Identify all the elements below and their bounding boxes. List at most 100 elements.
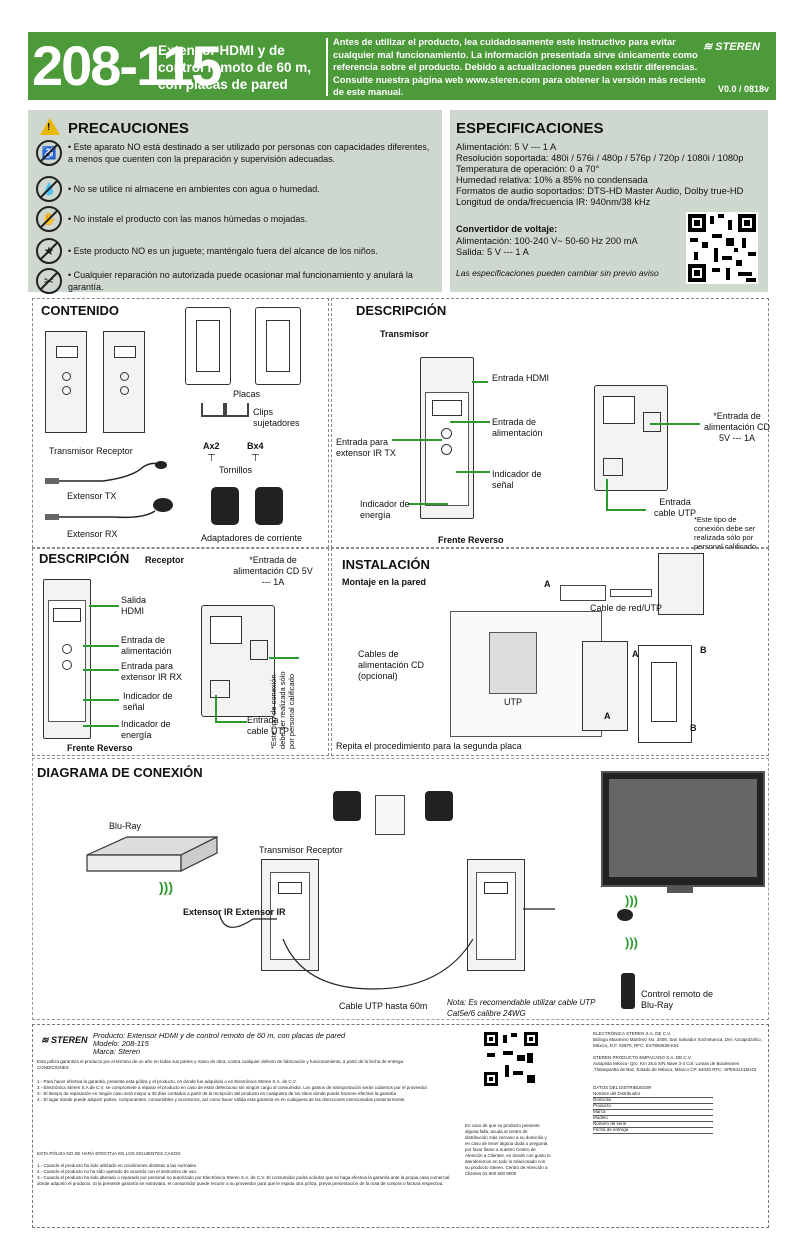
connection-cables bbox=[218, 908, 555, 990]
ir-extender-label: Extensor IR Extensor IR bbox=[183, 907, 286, 917]
contents-title: CONTENIDO bbox=[41, 303, 119, 318]
brand-logo: ≋ STEREN bbox=[703, 41, 760, 53]
installation-section: INSTALACIÓN Montaje en la pared A Cable … bbox=[331, 548, 769, 756]
distributor-field: Domicilio bbox=[593, 1097, 713, 1104]
diagram-title: DIAGRAMA DE CONEXIÓN bbox=[37, 765, 203, 780]
qr-code-icon bbox=[483, 1031, 539, 1087]
warranty-condition: 3.- El tiempo de reparación en ningún ca… bbox=[37, 1091, 398, 1096]
power-in-label: Entrada de alimentación bbox=[121, 635, 172, 656]
converter-title: Convertidor de voltaje: bbox=[456, 224, 558, 234]
receiver-module bbox=[103, 331, 145, 433]
ext-tx-label: Extensor TX bbox=[67, 491, 117, 501]
tx-rx-label: Transmisor Receptor bbox=[259, 845, 343, 855]
company-name: ELECTRÓNICA STEREN S.A. DE C.V. bbox=[593, 1031, 672, 1036]
spec-line: Formatos de audio soportados: DTS-HD Mas… bbox=[456, 186, 744, 196]
screws-label: Tornillos bbox=[219, 465, 253, 475]
ir-extender-cables bbox=[45, 461, 173, 520]
product-title: Extensor HDMI y de control remoto de 60 … bbox=[158, 43, 312, 92]
warranty-paragraph: Esta póliza garantiza el producto por el… bbox=[37, 1059, 405, 1064]
mounting-module bbox=[582, 641, 628, 731]
wifi-icon: ))) bbox=[625, 893, 638, 908]
warranty-void: 1.- Cuando el producto ha sido utilizado… bbox=[37, 1163, 198, 1168]
brand-name: STEREN bbox=[51, 1035, 88, 1045]
screw-icon: ⊤ bbox=[207, 453, 216, 464]
install-title: INSTALACIÓN bbox=[342, 557, 430, 572]
qr-code-icon bbox=[686, 212, 758, 284]
label-a: A bbox=[632, 649, 639, 659]
warranty-void: 3.- Cuando el producto ha sido alterado … bbox=[37, 1175, 450, 1186]
spec-line: Longitud de onda/frecuencia IR: 940nm/38… bbox=[456, 197, 651, 207]
divider bbox=[326, 38, 328, 96]
warranty-condition: 4.- El lugar donde puede adquirir partes… bbox=[37, 1097, 406, 1102]
desc-tx-title: DESCRIPCIÓN bbox=[356, 303, 447, 318]
precaution-item: ✂• Cualquier reparación no autorizada pu… bbox=[36, 268, 436, 294]
specs-note: Las especificaciones pueden cambiar sin … bbox=[456, 268, 659, 278]
adapters-label: Adaptadores de corriente bbox=[201, 533, 303, 543]
ir-receiver-icon bbox=[617, 909, 633, 921]
company-address: Autopista México- Qro. Km 26.5 S/N Nave … bbox=[593, 1061, 757, 1072]
brand-logo: ≋ STEREN bbox=[41, 1035, 88, 1045]
bluray-label: Blu-Ray bbox=[109, 821, 142, 831]
warranty-void-title: ESTA PÓLIZA NO SE HARÁ EFECTIVA EN LOS S… bbox=[37, 1151, 182, 1156]
utp-in-label: Entrada cable UTP bbox=[653, 497, 697, 518]
utp-label: UTP bbox=[504, 697, 522, 707]
specifications-panel: ESPECIFICACIONES Alimentación: 5 V --- 1… bbox=[450, 110, 768, 292]
clip-icon bbox=[201, 403, 225, 417]
transmitter-module bbox=[45, 331, 87, 433]
utp-note: Nota: Es recomendable utilizar cable UTP… bbox=[447, 998, 596, 1018]
outlet-icon bbox=[375, 795, 405, 835]
desc-rx-subtitle: Receptor bbox=[145, 555, 185, 565]
hdmi-out-label: Salida HDMI bbox=[121, 595, 147, 616]
repeat-label: Repita el procedimiento para la segunda … bbox=[336, 741, 522, 751]
header-banner: 208-115 Extensor HDMI y de control remot… bbox=[28, 32, 776, 100]
distributor-field: Marca bbox=[593, 1109, 713, 1116]
no-toy-icon: ★ bbox=[36, 238, 62, 264]
utp-module bbox=[658, 553, 704, 615]
distributor-field: Nombre del Distribuidor bbox=[593, 1091, 713, 1098]
distributor-field: Número de serie bbox=[593, 1121, 713, 1128]
precaution-item: 💧• No se utilice ni almacene en ambiente… bbox=[36, 176, 436, 202]
wall-plate bbox=[638, 645, 692, 743]
screw-icon: ⊤ bbox=[251, 453, 260, 464]
ir-in-label: Entrada para extensor IR TX bbox=[336, 437, 396, 458]
precaution-item: ✋• No instale el producto con las manos … bbox=[36, 206, 436, 232]
label-a: A bbox=[544, 579, 551, 589]
wall-plate bbox=[185, 307, 231, 385]
net-cable-label: Cable de red/UTP bbox=[590, 603, 663, 613]
no-wet-hands-icon: ✋ bbox=[36, 206, 62, 232]
precaution-item: ♿• Este aparato NO está destinado a ser … bbox=[36, 140, 436, 166]
model-number: 208-115 bbox=[32, 34, 222, 97]
power-adapter-icon bbox=[211, 487, 239, 525]
precautions-panel: ! PRECAUCIONES ♿• Este aparato NO está d… bbox=[28, 110, 442, 294]
screw-a-label: Ax2 bbox=[203, 441, 220, 451]
precaution-item: ★• Este producto NO es un juguete; manté… bbox=[36, 238, 436, 264]
dc-cables-label: Cables de alimentación CD (opcional) bbox=[358, 649, 425, 681]
wall-icon bbox=[450, 611, 602, 737]
spec-line: Alimentación: 5 V --- 1 A bbox=[456, 142, 557, 152]
signal-label: Indicador de señal bbox=[123, 691, 173, 712]
install-subtitle: Montaje en la pared bbox=[342, 577, 427, 587]
plates-label: Placas bbox=[233, 389, 261, 399]
connection-diagram-section: DIAGRAMA DE CONEXIÓN Blu-Ray ))) Transmi… bbox=[32, 758, 769, 1020]
clips-label: Clips sujetadores bbox=[253, 407, 300, 428]
tv-icon bbox=[601, 771, 765, 887]
utp-cable-label: Cable UTP hasta 60m bbox=[339, 1001, 428, 1011]
power-in-label: Entrada de alimentación bbox=[492, 417, 543, 438]
ir-in-label: Entrada para extensor IR RX bbox=[121, 661, 183, 682]
remote-label: Control remoto de Blu-Ray bbox=[641, 989, 714, 1010]
spec-line: Humedad relativa: 10% a 85% no condensad… bbox=[456, 175, 648, 185]
receiver-description-section: DESCRIPCIÓN Receptor Salida HDMI Entrada… bbox=[32, 548, 329, 756]
qr-note: En caso de que su producto presente algu… bbox=[465, 1123, 551, 1176]
screw-b-label: Bx4 bbox=[247, 441, 264, 451]
clip-icon bbox=[560, 585, 606, 601]
distributor-title: DATOS DEL DISTRIBUIDOR bbox=[593, 1085, 652, 1090]
front-back-label: Frente Reverso bbox=[67, 743, 133, 753]
warranty-product: Producto: Extensor HDMI y de control rem… bbox=[93, 1031, 346, 1040]
header-notice: Antes de utilizar el producto, lea cuida… bbox=[333, 36, 706, 97]
company-name: STEREN PRODUCTO EMPACADO S.A. DE C.V. bbox=[593, 1055, 692, 1060]
tx-note: *Este tipo de conexión debe ser realizad… bbox=[694, 515, 757, 551]
version-label: V0.0 / 0818v bbox=[718, 84, 770, 94]
distributor-field: Modelo bbox=[593, 1115, 713, 1122]
rx-note: *Este tipo de conexión debe ser realizad… bbox=[269, 671, 296, 749]
no-water-icon: 💧 bbox=[36, 176, 62, 202]
